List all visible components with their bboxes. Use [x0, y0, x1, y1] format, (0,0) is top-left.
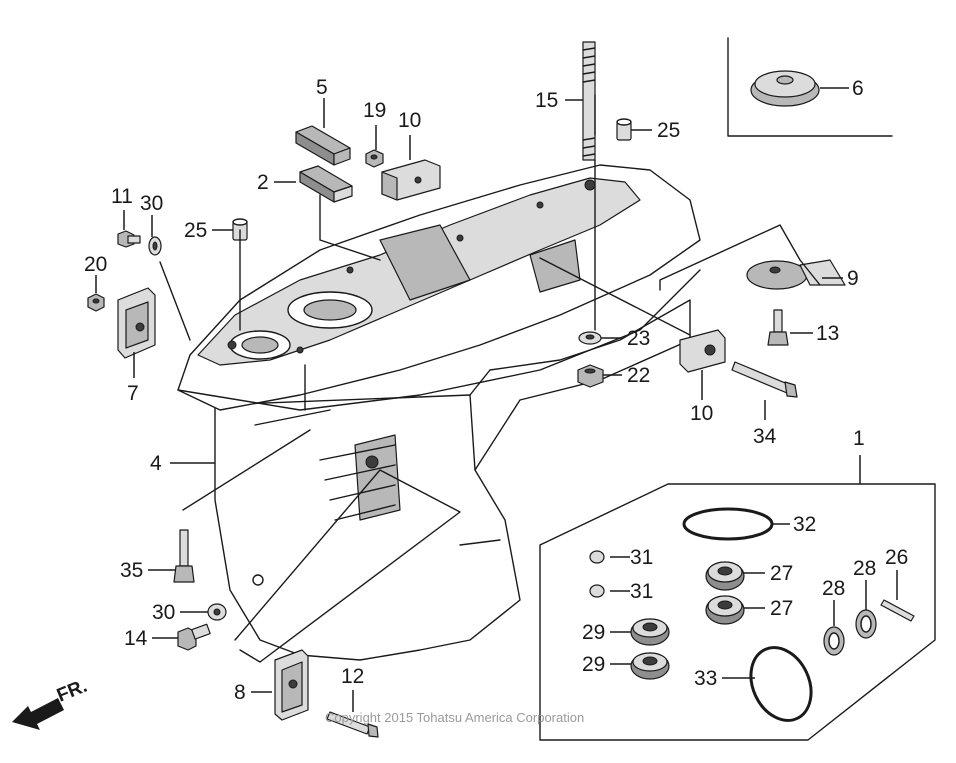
- label-28-right: 28: [853, 557, 876, 580]
- part-19-nut: [365, 149, 384, 168]
- label-34: 34: [753, 425, 777, 448]
- label-29-lower: 29: [582, 653, 605, 676]
- part-20-nut: [87, 293, 105, 312]
- label-22: 22: [627, 364, 650, 387]
- label-5: 5: [316, 76, 328, 99]
- part-31-washer-b: [589, 584, 605, 598]
- label-19: 19: [363, 99, 386, 122]
- label-12: 12: [341, 665, 364, 688]
- part-30-washer-lower: [207, 603, 227, 621]
- label-23: 23: [627, 327, 650, 350]
- part-28-seal-a: [823, 626, 845, 656]
- front-arrow-icon: [12, 698, 64, 730]
- part-10-upper-pad: [381, 159, 441, 201]
- part-35-bolt: [173, 529, 195, 583]
- front-direction-marker: FR.: [12, 676, 90, 730]
- label-26: 26: [885, 546, 908, 569]
- label-9: 9: [847, 267, 859, 290]
- label-25-right: 25: [657, 119, 680, 142]
- label-27-lower: 27: [770, 597, 793, 620]
- label-8: 8: [234, 681, 246, 704]
- label-30-upper: 30: [140, 192, 163, 215]
- part-27-bearing-b: [705, 595, 745, 625]
- bearing-kit-box: [539, 483, 936, 741]
- part-34-bolt: [731, 361, 798, 398]
- label-1: 1: [853, 427, 865, 450]
- copyright-watermark: Copyright 2015 Tohatsu America Corporati…: [325, 710, 584, 725]
- part-29-bearing-a: [630, 618, 670, 646]
- part-9-trim-tab: [746, 259, 846, 290]
- anode-detail-box: [727, 37, 893, 137]
- part-33-o-ring: [749, 646, 813, 722]
- label-10-lower: 10: [690, 402, 713, 425]
- part-26-pin: [880, 599, 915, 622]
- label-13: 13: [816, 322, 839, 345]
- part-8-cover: [274, 649, 309, 721]
- label-31-lower: 31: [630, 580, 653, 603]
- label-15: 15: [535, 89, 558, 112]
- leader-lines: [95, 87, 898, 712]
- label-25-left: 25: [184, 219, 207, 242]
- label-28-left: 28: [822, 577, 845, 600]
- part-27-bearing-a: [705, 561, 745, 591]
- label-11: 11: [111, 185, 133, 208]
- label-20: 20: [84, 253, 107, 276]
- label-2: 2: [257, 171, 269, 194]
- part-29-bearing-b: [630, 652, 670, 680]
- label-29-upper: 29: [582, 621, 605, 644]
- label-6: 6: [852, 77, 864, 100]
- label-27-upper: 27: [770, 562, 793, 585]
- part-12-bolt: [326, 711, 379, 738]
- front-label: FR.: [54, 676, 90, 707]
- part-2-block: [299, 165, 353, 203]
- label-7: 7: [127, 382, 139, 405]
- part-32-o-ring: [682, 507, 774, 541]
- label-30-lower: 30: [152, 601, 175, 624]
- label-32: 32: [793, 513, 816, 536]
- part-11-bolt: [117, 230, 141, 248]
- part-30-washer-upper: [148, 236, 162, 256]
- label-33: 33: [694, 667, 717, 690]
- part-6-anode: [750, 70, 820, 107]
- part-15-stud: [582, 41, 596, 161]
- label-35: 35: [120, 559, 143, 582]
- part-7-cover: [117, 287, 156, 359]
- label-31-upper: 31: [630, 546, 653, 569]
- part-31-washer-a: [589, 550, 605, 564]
- trim-tab-box: [659, 224, 821, 291]
- label-14: 14: [124, 627, 148, 650]
- part-23-washer: [578, 331, 602, 345]
- part-28-seal-b: [855, 609, 877, 639]
- part-13-bolt: [767, 309, 789, 346]
- label-10-upper: 10: [398, 109, 421, 132]
- part-10-lower-pad: [679, 329, 726, 373]
- part-5-key: [295, 125, 351, 166]
- part-14-bolt: [177, 623, 211, 651]
- part-25-dowel-right: [616, 118, 632, 141]
- gear-case-housing: [177, 164, 701, 661]
- part-22-nut: [577, 364, 604, 388]
- label-4: 4: [150, 452, 162, 475]
- part-labels: 1 2 4 5 6 7 8 9 10 10 11 12 13 14 15 19 …: [84, 76, 908, 704]
